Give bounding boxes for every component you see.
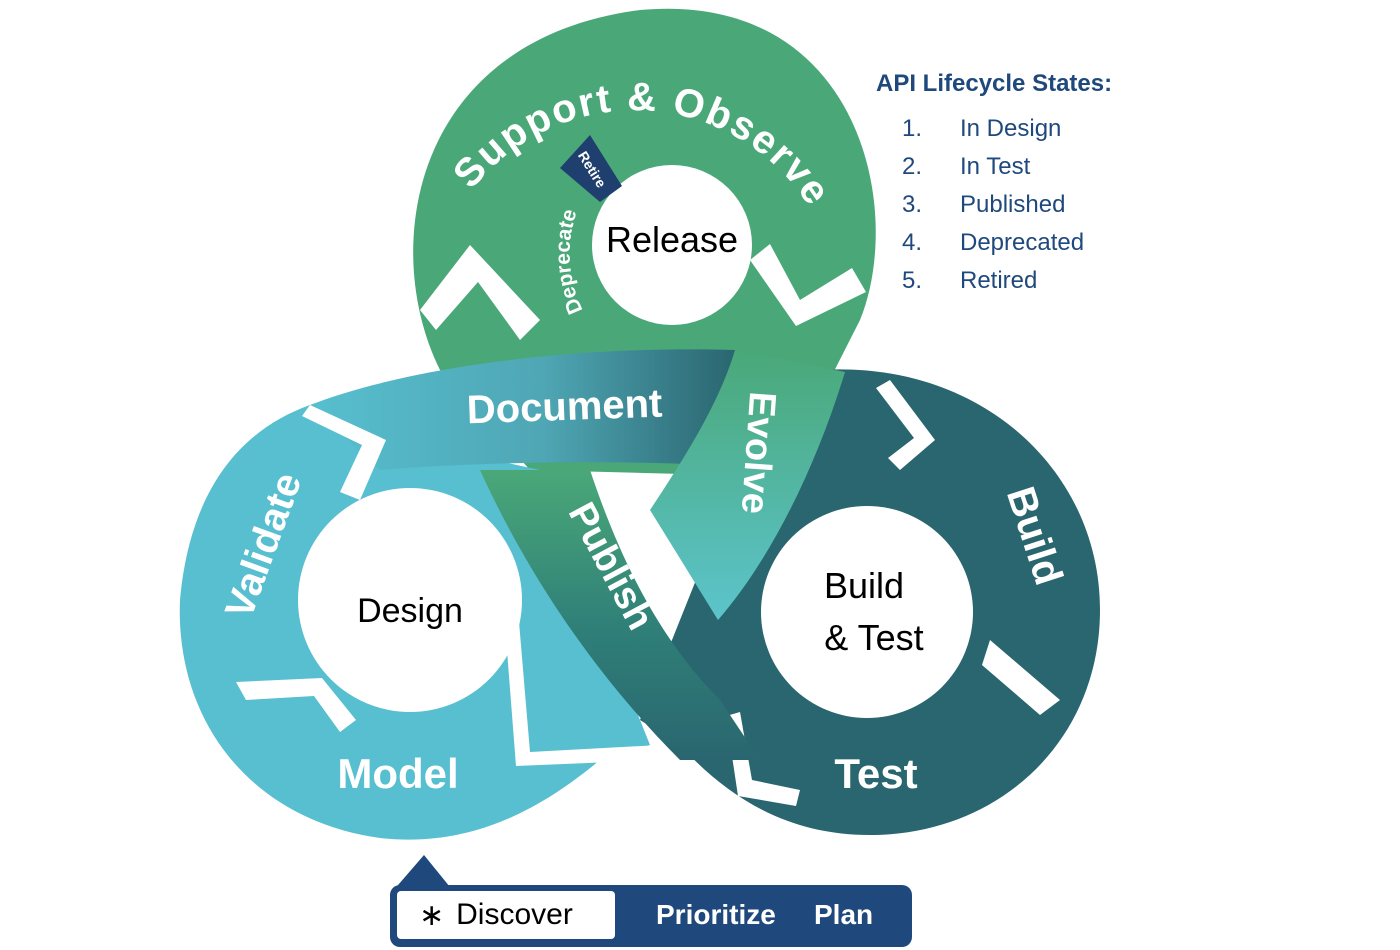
build-arrow-right xyxy=(982,640,1060,715)
evolve-label: Evolve xyxy=(733,390,783,515)
legend-item: 4. Deprecated xyxy=(876,224,1112,262)
legend-title: API Lifecycle States: xyxy=(876,70,1113,97)
evolve-band xyxy=(650,350,845,620)
build-center-line2: & Test xyxy=(824,617,923,658)
legend-item: 5. Retired xyxy=(876,262,1112,300)
legend-item-label: In Test xyxy=(960,153,1031,180)
model-label: Model xyxy=(337,750,458,797)
legend-item-label: Deprecated xyxy=(960,229,1085,256)
legend-item: 2. In Test xyxy=(876,148,1112,186)
legend-item-number: 4. xyxy=(902,229,923,256)
legend-item-number: 3. xyxy=(902,191,923,218)
build-center-line1: Build xyxy=(824,565,904,606)
design-hub xyxy=(298,488,522,712)
asterisk-icon: ∗ xyxy=(419,898,445,932)
test-step-label: Test xyxy=(834,750,917,797)
release-arrow-right xyxy=(750,244,866,326)
legend-list: 1. In Design 2. In Test 3. Published 4. Depr… xyxy=(876,110,1112,300)
discover-box: ∗ Discover xyxy=(397,891,615,939)
document-label: Document xyxy=(466,382,663,433)
legend-item-number: 2. xyxy=(902,153,923,180)
build-arrow-bottom xyxy=(726,712,800,806)
design-arrow-bottom xyxy=(236,678,356,732)
design-center-label: Design xyxy=(357,592,463,630)
legend-item-label: Retired xyxy=(960,267,1038,294)
prioritize-label: Prioritize xyxy=(656,899,776,930)
discover-label: Discover xyxy=(456,898,573,931)
legend-item: 1. In Design xyxy=(876,110,1112,148)
legend-item-label: In Design xyxy=(960,115,1062,142)
build-arrow-top xyxy=(876,380,935,470)
design-arrow-right xyxy=(504,610,660,766)
lifecycle-states-legend: API Lifecycle States: 1. In Design 2. In T… xyxy=(876,70,1112,300)
build-hub xyxy=(761,506,973,718)
publish-band xyxy=(480,470,760,760)
discover-pointer xyxy=(392,855,454,892)
legend-item-number: 1. xyxy=(902,115,923,142)
design-arrow-top xyxy=(302,405,386,500)
release-hub xyxy=(592,165,752,325)
inner-arc-band xyxy=(542,174,611,344)
plan-label: Plan xyxy=(814,899,874,930)
legend-item-number: 5. xyxy=(902,267,923,294)
legend-item-label: Published xyxy=(960,191,1066,218)
document-band xyxy=(310,349,735,470)
retire-tab xyxy=(560,135,622,202)
discovery-bar: ∗ Discover Prioritize Plan xyxy=(390,885,912,947)
legend-item: 3. Published xyxy=(876,186,1112,224)
release-center-label: Release xyxy=(606,219,738,260)
release-arrow-left xyxy=(420,245,540,340)
